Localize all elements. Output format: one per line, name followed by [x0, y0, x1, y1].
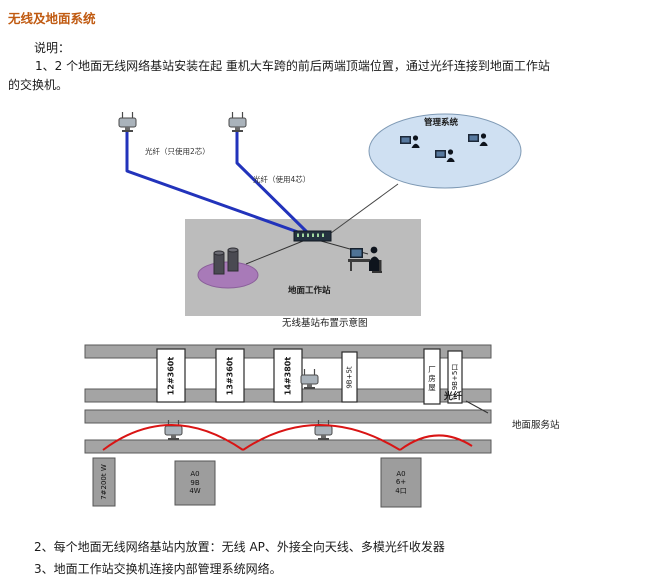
- list-item-3: 3、地面工作站交换机连接内部管理系统网络。: [34, 562, 282, 576]
- crane-block: [92, 457, 116, 507]
- building-marker-box: [423, 348, 441, 405]
- crane-marker-box: [156, 348, 186, 403]
- list-item-1: 1、2 个地面无线网络基站安装在起 重机大车跨的前后两端顶端位置，通过光纤连接到…: [8, 59, 550, 92]
- crane-label-3: 14#380t: [283, 356, 293, 395]
- ground-workstation-label: 地面工作站: [288, 286, 331, 296]
- page-title: 无线及地面系统: [8, 11, 96, 26]
- span-label: 9B+5t: [345, 365, 354, 389]
- wireless-ap-icon: [118, 111, 137, 133]
- wireless-ap-icon: [228, 111, 247, 133]
- fiber-optic-line-left: [125, 132, 310, 238]
- crane-rail: [84, 439, 492, 454]
- diagram-crane-rail-layout: [84, 344, 492, 508]
- database-cylinders-icon: [213, 247, 239, 275]
- fiber-label: 光纤: [444, 392, 463, 402]
- crane-rail: [84, 409, 492, 424]
- crane-block: [174, 460, 216, 506]
- building-label: 厂 房 屋: [428, 364, 436, 392]
- crane-block-label-mid: A0 9B 4W: [189, 470, 201, 496]
- intro-label: 说明：: [34, 41, 71, 55]
- span-marker-box: [341, 351, 358, 403]
- diagram1-caption: 无线基站布置示意图: [282, 318, 368, 329]
- wireless-coverage-arc: [399, 434, 473, 451]
- crane-block: [380, 457, 422, 508]
- crane-marker-box: [215, 348, 245, 403]
- management-system-label: 管理系统: [424, 118, 459, 128]
- lan-cable-line: [245, 240, 304, 265]
- fiber-leader-line: [465, 400, 489, 414]
- crane-block-label-right: A0 6+ 4口: [395, 469, 407, 495]
- wireless-coverage-arc: [102, 424, 244, 451]
- fiber-label-right: 光纤（使用4芯）: [253, 175, 311, 184]
- network-link-line: [330, 183, 399, 234]
- crane-label-2: 13#360t: [225, 356, 235, 395]
- ground-service-station-label: 地面服务站: [512, 420, 560, 431]
- fiber-label-left: 光纤（只使用2芯）: [145, 147, 210, 156]
- wireless-coverage-arc: [242, 424, 401, 451]
- list-item-2: 2、每个地面无线网络基站内放置：无线 AP、外接全向天线、多模光纤收发器: [34, 540, 445, 554]
- network-switch-icon: [293, 230, 332, 242]
- crane-block-label-left: 7#200t W: [99, 464, 108, 500]
- building-marker-box: [447, 350, 463, 404]
- diagram-wireless-base-station: [118, 111, 522, 316]
- wireless-ap-icon: [300, 368, 319, 390]
- crane-label-1: 12#360t: [166, 356, 176, 395]
- fiber-optic-line-right: [235, 132, 313, 238]
